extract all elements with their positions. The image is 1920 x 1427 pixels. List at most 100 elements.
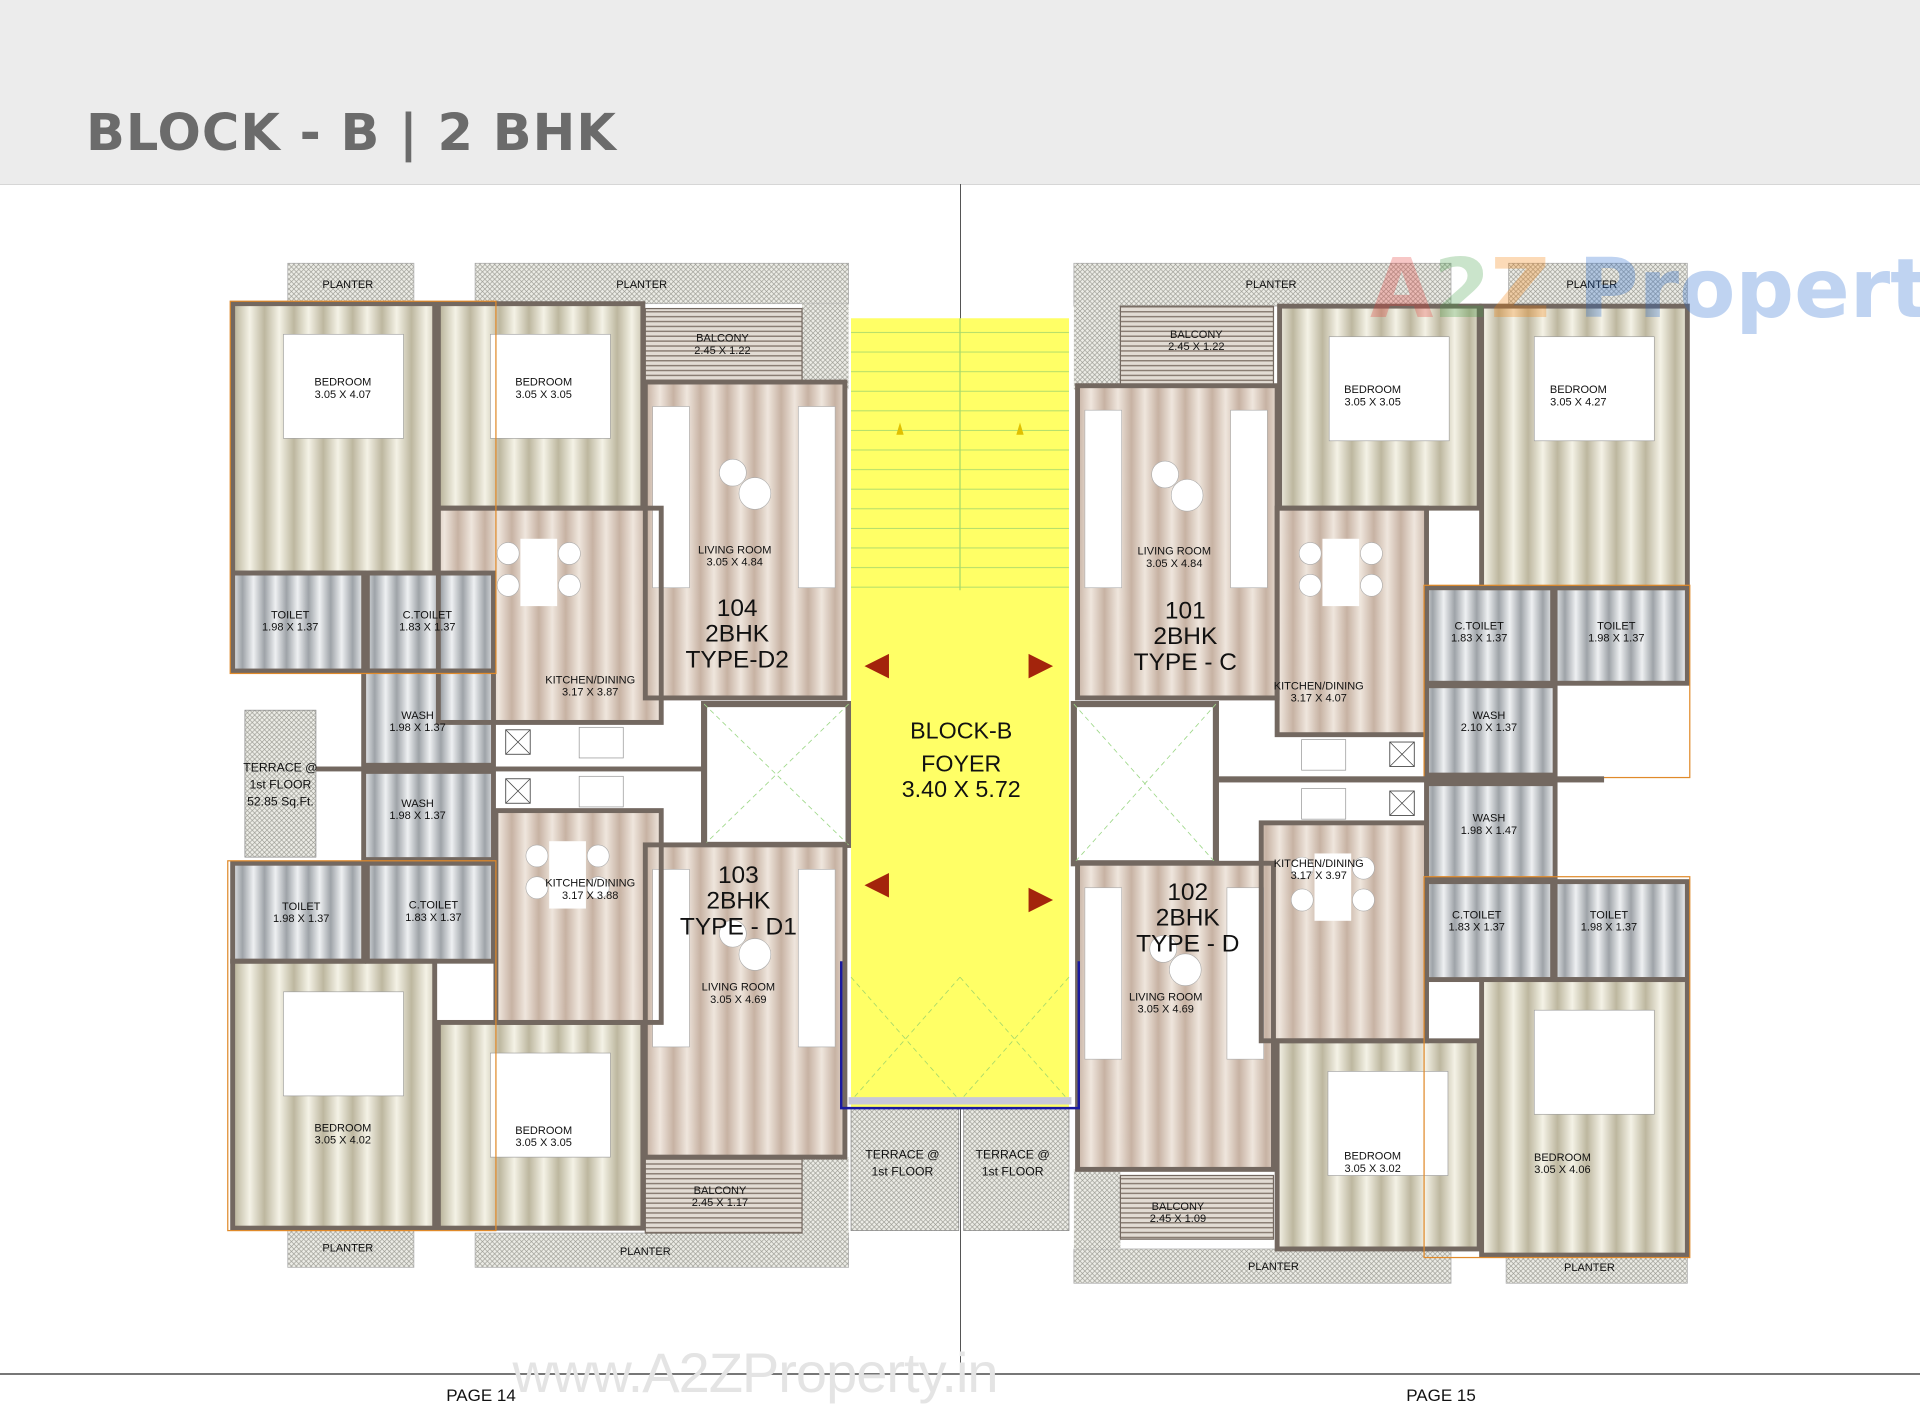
terrace-floor: 1st FLOOR xyxy=(249,778,311,792)
room-dims: 3.17 X 3.87 xyxy=(562,687,618,699)
table-icon xyxy=(719,919,747,948)
table-icon xyxy=(1151,460,1179,489)
room-dims: 1.83 X 1.37 xyxy=(405,912,461,924)
entry-arrow-left-icon xyxy=(864,873,889,898)
room-wall xyxy=(230,570,367,674)
terrace-label: TERRACE @ xyxy=(243,760,317,774)
room-wall xyxy=(435,505,664,725)
unit-number: 103 xyxy=(718,862,759,889)
unit-type: TYPE - C xyxy=(1134,649,1237,676)
outer-wall-edge xyxy=(227,860,497,1232)
room-wet xyxy=(367,863,494,962)
sink-cross xyxy=(505,778,531,804)
dining-table-icon xyxy=(1322,538,1360,607)
page-number-left: PAGE 14 xyxy=(446,1386,516,1405)
planter-area xyxy=(1508,262,1688,307)
room-dims: 1.98 X 1.37 xyxy=(389,810,445,822)
room-dims: 3.05 X 4.06 xyxy=(1534,1164,1590,1176)
table-icon xyxy=(719,458,747,487)
room-dims: 1.98 X 1.37 xyxy=(1588,633,1644,645)
sofa-icon xyxy=(798,869,836,1048)
table-icon xyxy=(738,938,772,971)
room-wet xyxy=(232,573,364,672)
unit-type: TYPE - D1 xyxy=(680,913,797,940)
room-name: KITCHEN/DINING xyxy=(1274,680,1364,692)
table-icon xyxy=(1169,953,1202,987)
room-dims: 1.83 X 1.37 xyxy=(1449,922,1505,934)
room-wet xyxy=(367,573,494,672)
table-icon xyxy=(1170,479,1204,512)
room-name: BEDROOM xyxy=(314,377,371,389)
bed-icon xyxy=(283,991,404,1097)
page-title: BLOCK - B | 2 BHK xyxy=(86,104,617,163)
room-wall xyxy=(1552,585,1690,686)
room-name: BALCONY xyxy=(694,1185,747,1197)
room-name: C.TOILET xyxy=(1454,620,1504,632)
chair-icon xyxy=(586,844,610,868)
terrace-area xyxy=(850,1107,960,1231)
room-name: TOILET xyxy=(282,901,321,913)
shaft-cross xyxy=(1073,703,1217,864)
room-wet xyxy=(1555,881,1688,980)
room-dims: 3.05 X 3.02 xyxy=(1344,1163,1400,1175)
chair-icon xyxy=(1352,888,1375,912)
room-name: WASH xyxy=(401,710,434,722)
page-number-right: PAGE 15 xyxy=(1406,1386,1476,1405)
planter-area xyxy=(802,303,849,390)
bed-icon xyxy=(283,333,404,439)
entry-arrow-right-icon xyxy=(1028,653,1054,679)
room-dims: 1.98 X 1.37 xyxy=(262,622,318,634)
entry-arrow-right-icon xyxy=(1028,887,1054,913)
unit-bhk: 2BHK xyxy=(706,888,771,915)
lift-border xyxy=(840,961,1080,1110)
planter-area xyxy=(287,1227,415,1268)
room-wet xyxy=(1426,881,1553,980)
unit-bhk: 2BHK xyxy=(705,621,770,648)
room-name: LIVING ROOM xyxy=(702,982,775,994)
bed-icon xyxy=(1327,1071,1449,1176)
room-dims: 3.05 X 4.84 xyxy=(707,557,763,569)
dining-table-icon xyxy=(549,841,586,909)
hob-icon xyxy=(578,775,624,808)
hob-icon xyxy=(1301,739,1347,771)
room-wet xyxy=(1426,587,1553,684)
a2z-logo-watermark: A2Z Property xyxy=(1370,242,1920,337)
room-dims: 1.98 X 1.47 xyxy=(1461,825,1517,837)
room-name: KITCHEN/DINING xyxy=(545,878,635,890)
room-dims: 2.45 X 1.22 xyxy=(694,345,750,357)
room-name: BEDROOM xyxy=(1534,1152,1591,1164)
sofa-icon xyxy=(798,406,836,589)
room-dims: 3.05 X 4.69 xyxy=(1138,1004,1194,1016)
terrace-floor: 1st FLOOR xyxy=(872,1164,934,1178)
room-dims: 3.05 X 4.02 xyxy=(315,1135,371,1147)
hob-icon xyxy=(1301,788,1347,820)
chair-icon xyxy=(1360,573,1383,597)
room-dims: 2.45 X 1.22 xyxy=(1168,341,1224,353)
room-name: WASH xyxy=(401,798,434,810)
sofa-icon xyxy=(1084,409,1122,589)
chair-icon xyxy=(558,573,581,597)
stair-up-arrow-icon xyxy=(1016,422,1024,435)
planter-area xyxy=(1073,1248,1452,1284)
planter-label: PLANTER xyxy=(322,1242,373,1254)
planter-area xyxy=(474,1232,849,1268)
room-dims: 3.17 X 3.97 xyxy=(1291,870,1347,882)
url-watermark: www.A2ZProperty.in xyxy=(512,1341,998,1404)
room-dims: 3.05 X 3.05 xyxy=(515,389,571,401)
unit-type: TYPE - D xyxy=(1136,930,1239,957)
bed-icon xyxy=(1533,1009,1655,1115)
planter-label: PLANTER xyxy=(1564,1262,1615,1274)
room-dims: 3.05 X 4.07 xyxy=(315,389,371,401)
room-name: C.TOILET xyxy=(409,900,459,912)
room-name: TOILET xyxy=(1597,620,1636,632)
planter-label: PLANTER xyxy=(1248,1261,1299,1273)
sofa-icon xyxy=(1084,887,1122,1060)
room-name: WASH xyxy=(1473,710,1506,722)
room-wall xyxy=(642,379,848,701)
bed-icon xyxy=(1533,336,1655,442)
room-name: LIVING ROOM xyxy=(698,544,771,556)
bed-icon xyxy=(490,1052,611,1158)
terrace-floor: 1st FLOOR xyxy=(982,1164,1044,1178)
room-wet xyxy=(363,771,494,860)
sofa-icon xyxy=(652,406,690,589)
